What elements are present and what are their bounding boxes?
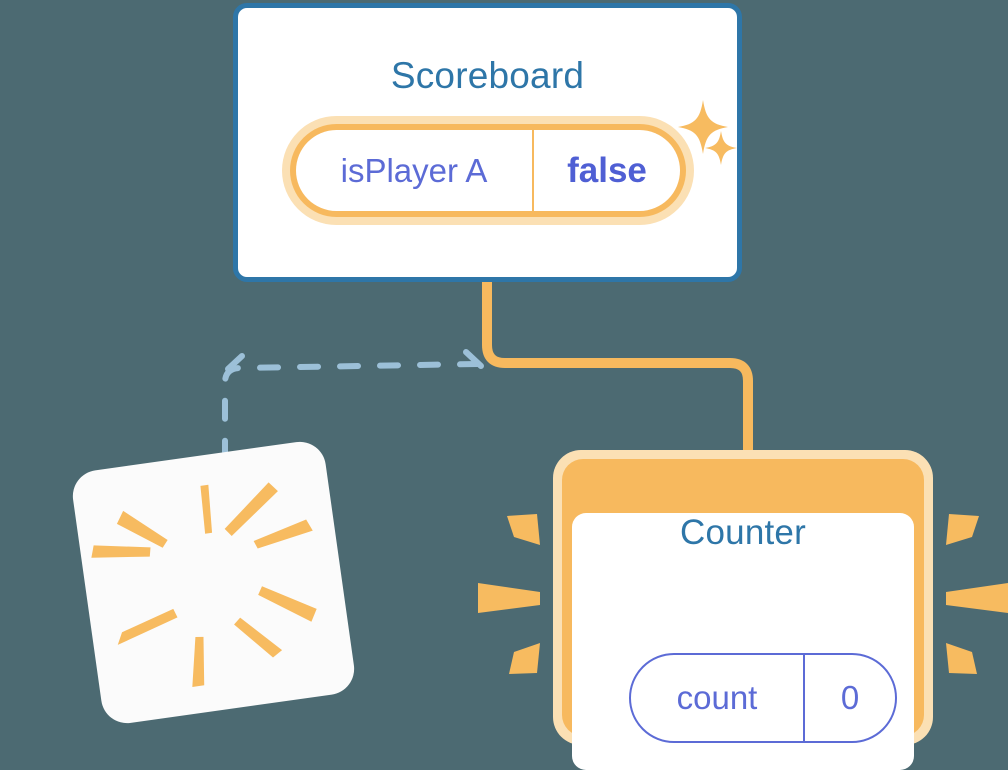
sparkle-small-icon [705, 131, 737, 165]
dashed-arrowhead-lower [225, 353, 245, 372]
burst-ray-ne [224, 482, 278, 537]
counter-ray-right-mid [946, 583, 1008, 613]
counter-state-pill[interactable]: count 0 [629, 653, 897, 743]
burst-ray-w [117, 608, 178, 645]
counter-ray-right-top [946, 514, 979, 545]
burst-ray-nnw [116, 510, 168, 548]
burst-ray-e [253, 519, 313, 549]
dashed-arrowhead-upper [463, 349, 484, 369]
counter-ray-left-bottom [509, 643, 540, 674]
counter-card-face: Counter count 0 [572, 513, 914, 770]
scoreboard-state-pill[interactable]: isPlayer A false [282, 116, 694, 225]
counter-ray-left-mid [478, 583, 540, 613]
sparkle-large-icon [678, 100, 728, 154]
counter-burst-layer [478, 514, 1008, 674]
scoreboard-pill-value: false [567, 150, 647, 190]
scoreboard-card[interactable]: Scoreboard isPlayer A false [233, 3, 742, 282]
burst-ray-nw [91, 545, 151, 558]
burst-ray-n [200, 484, 213, 534]
counter-ray-right-bottom [946, 643, 977, 674]
counter-card-ring: Counter count 0 [562, 459, 924, 770]
counter-pill-value: 0 [840, 679, 860, 716]
burst-ray-s [234, 617, 283, 658]
scoreboard-pill-key: isPlayer A [340, 151, 488, 189]
counter-card[interactable]: Counter count 0 [553, 450, 933, 770]
counter-ray-left-top [507, 514, 540, 545]
scoreboard-pill-divider [532, 130, 534, 211]
burst-card[interactable] [69, 438, 358, 727]
sparkle-layer [678, 100, 737, 165]
counter-title: Counter [680, 513, 806, 552]
burst-ray-se [258, 586, 317, 622]
burst-ray-sw [192, 636, 205, 687]
connector-layer [222, 280, 753, 455]
counter-pill-divider [803, 655, 805, 741]
scoreboard-pill-ring: isPlayer A false [290, 124, 686, 217]
counter-pill-key: count [676, 679, 758, 716]
burst-rays-group [91, 482, 317, 687]
diagram-canvas: Scoreboard isPlayer A false [69, 3, 1008, 770]
scoreboard-pill-face: isPlayer A false [296, 130, 680, 211]
solid-connector-scoreboard-to-counter [482, 280, 753, 455]
scoreboard-title: Scoreboard [390, 55, 585, 96]
